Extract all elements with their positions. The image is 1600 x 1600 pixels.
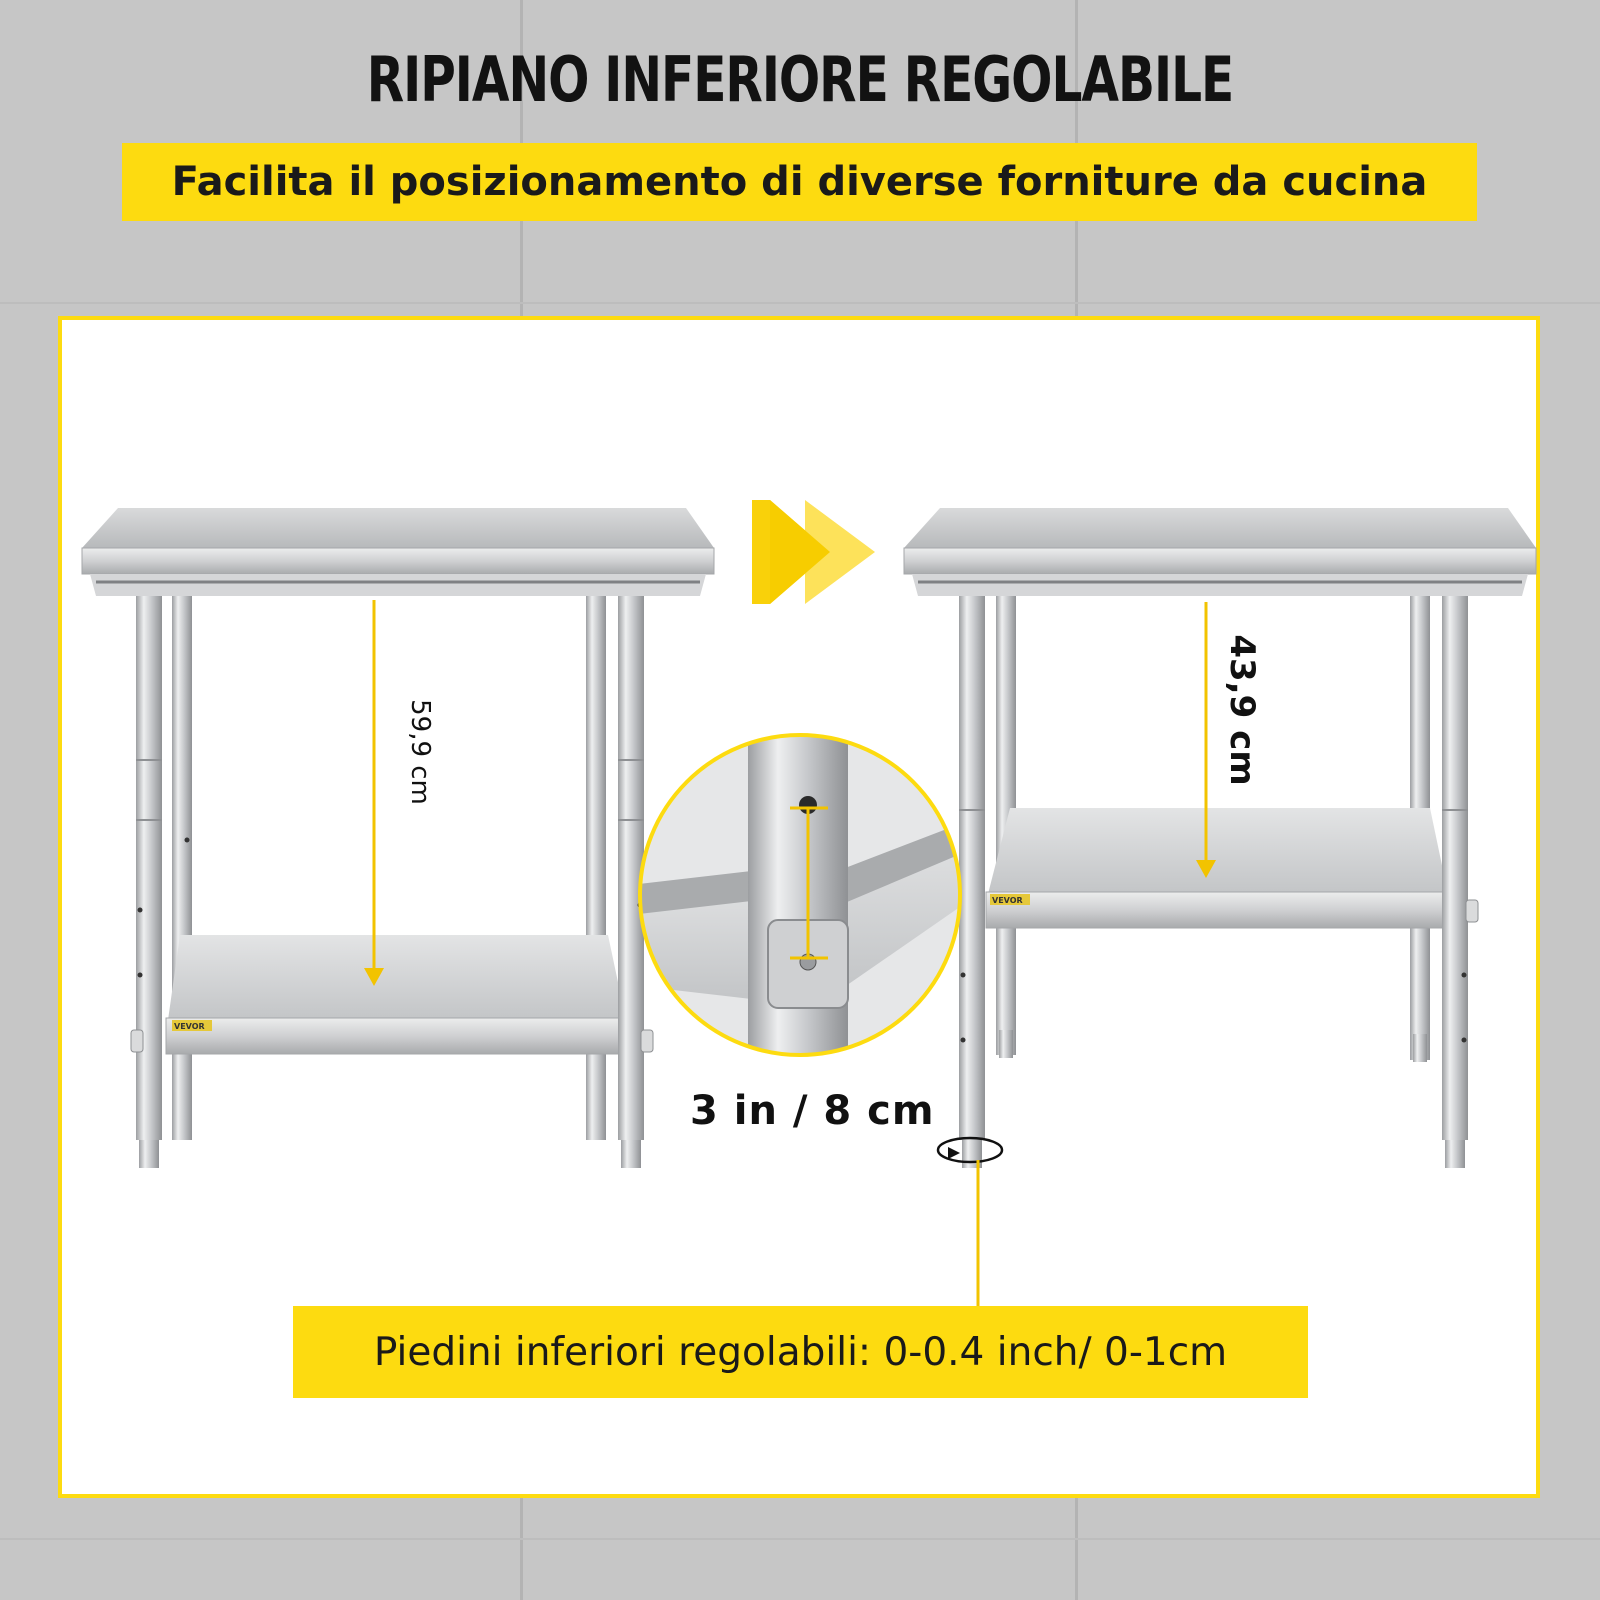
dimension-label-right: 43,9 cm: [1222, 634, 1262, 786]
table-after-shelf: VEVOR: [985, 808, 1451, 929]
dimension-label-left: 59,9 cm: [405, 699, 435, 805]
brand-label-left: VEVOR: [174, 1022, 205, 1031]
table-before-shelf: VEVOR: [165, 935, 629, 1055]
table-after-back-legs: [996, 590, 1430, 1062]
wall-joint-bottom: [0, 1538, 1600, 1540]
zoom-detail-circle: [638, 733, 962, 1057]
dimension-arrow-right: [1196, 602, 1216, 878]
feet-caption-text: Piedini inferiori regolabili: 0-0.4 inch…: [373, 1329, 1228, 1375]
table-before: VEVOR: [81, 508, 715, 1168]
double-chevron-right-icon: [752, 500, 875, 604]
subtitle-band: Facilita il posizionamento di diverse fo…: [122, 143, 1477, 221]
table-before-back-legs: [172, 590, 606, 1140]
wall-joint-top: [0, 302, 1600, 304]
feet-caption-band: Piedini inferiori regolabili: 0-0.4 inch…: [293, 1306, 1308, 1398]
brand-label-right: VEVOR: [992, 896, 1023, 905]
table-after-top: [903, 508, 1537, 596]
leg-adjustment-label: 3 in / 8 cm: [690, 1088, 935, 1134]
table-after-front-legs: [959, 592, 1479, 1168]
table-after: VEVOR: [903, 508, 1537, 1168]
table-before-front-legs: [130, 592, 654, 1168]
headline: RIPIANO INFERIORE REGOLABILE: [366, 43, 1235, 116]
dimension-arrow-left: [364, 600, 384, 986]
table-before-top: [81, 508, 715, 596]
subtitle-text: Facilita il posizionamento di diverse fo…: [171, 159, 1428, 205]
rotation-arrow-icon: [936, 1136, 1004, 1164]
